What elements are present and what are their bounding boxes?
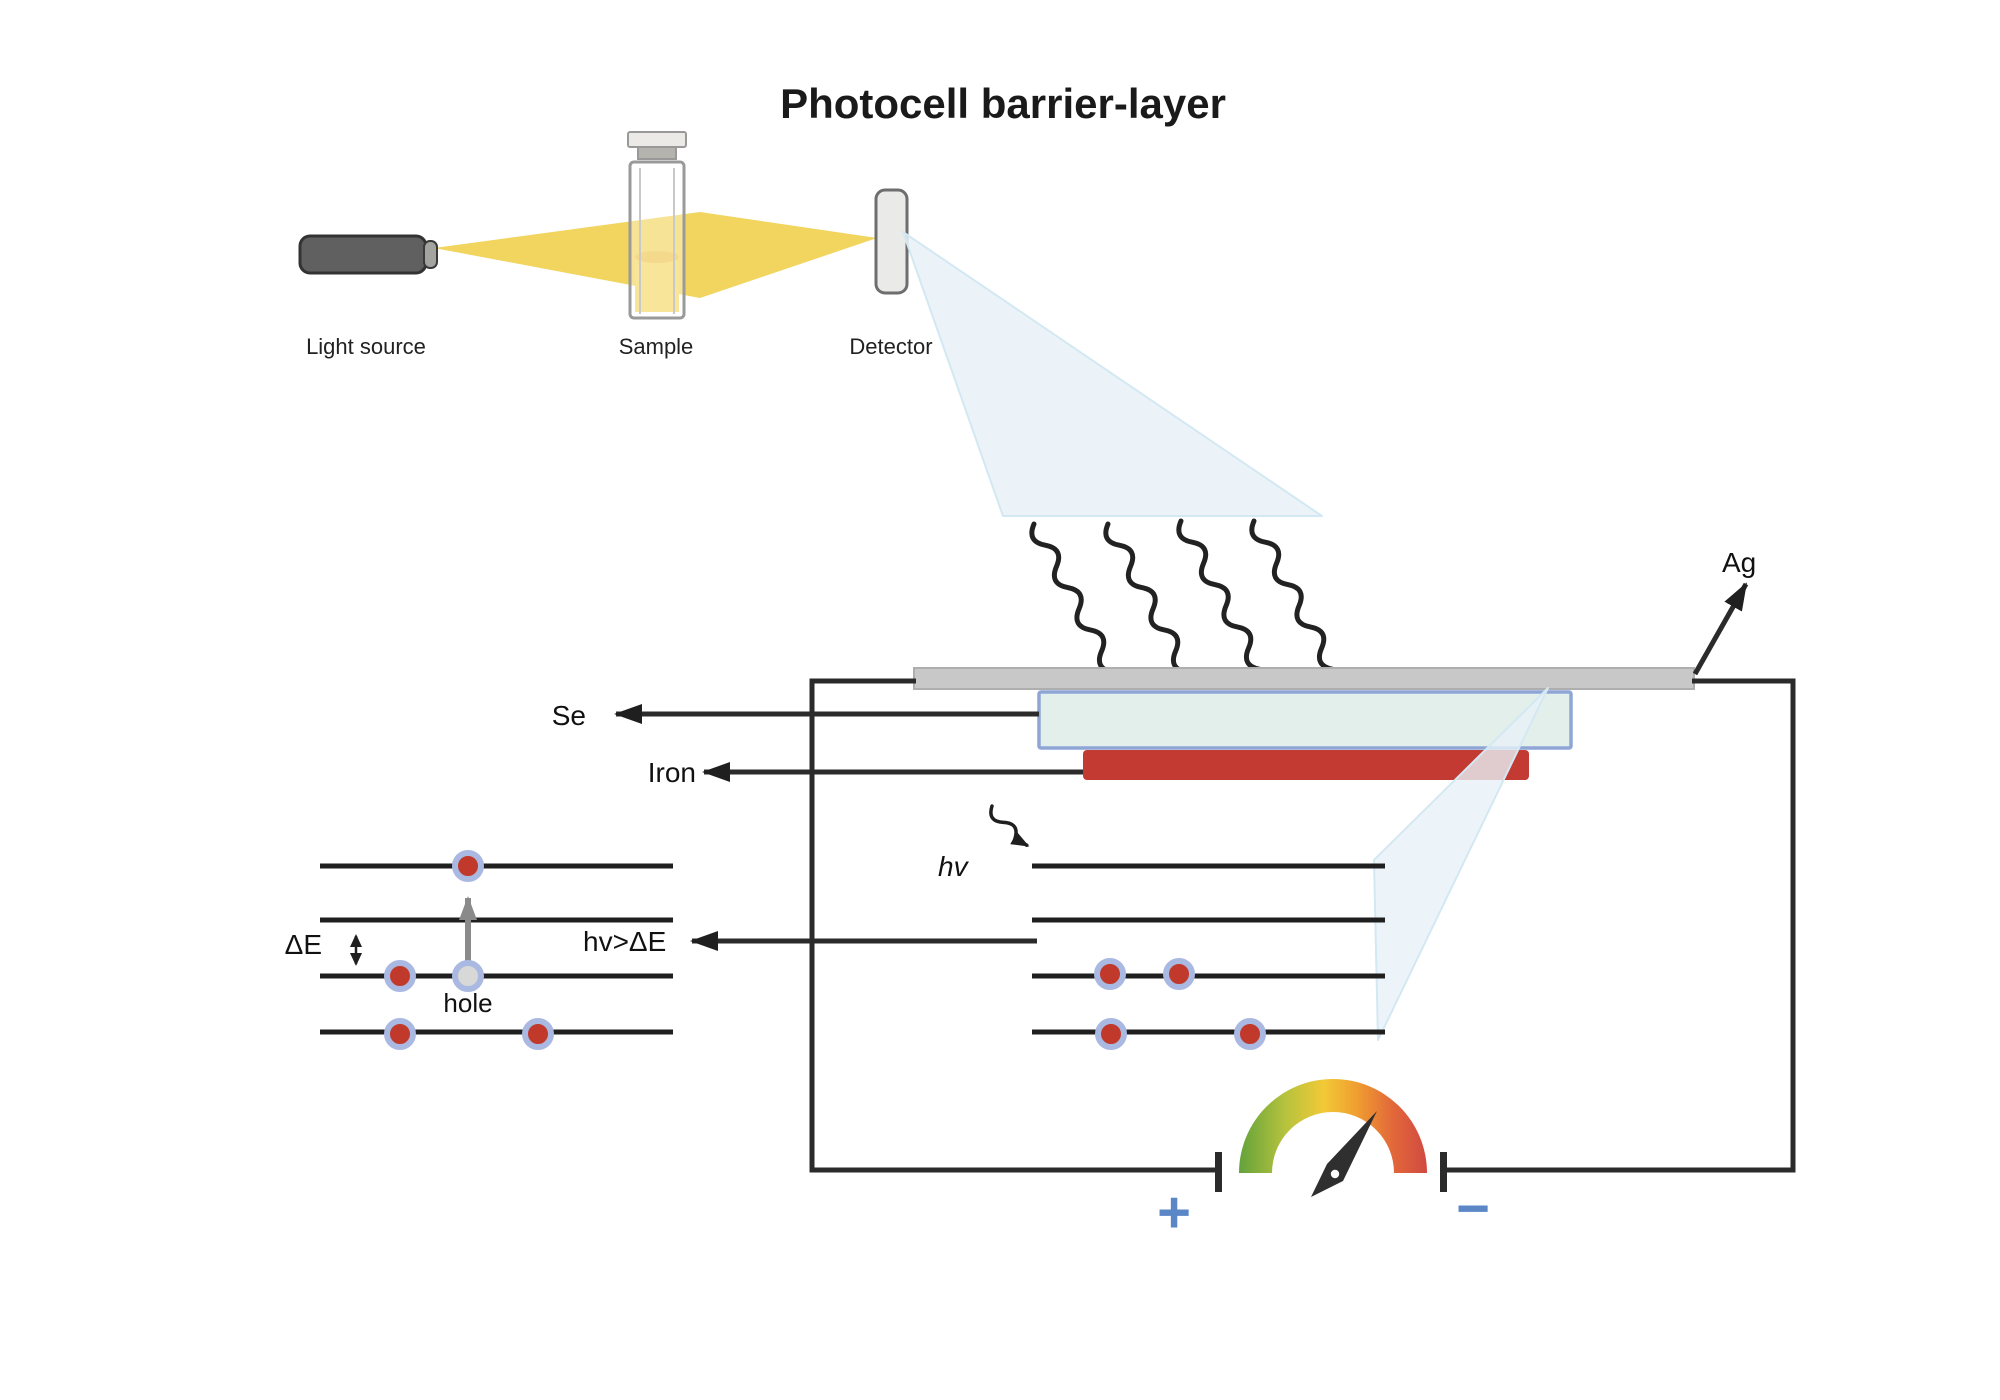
detector-panel xyxy=(874,188,909,295)
selenium-label: Se xyxy=(552,700,586,731)
cuvette-cap-top xyxy=(627,131,687,148)
cuvette-cap-base xyxy=(637,146,677,160)
hole-label: hole xyxy=(443,988,492,1018)
silver-layer xyxy=(913,667,1695,690)
iron-layer xyxy=(1083,750,1529,780)
cuvette-glass xyxy=(628,160,686,320)
electron xyxy=(522,1018,554,1050)
light-source-label: Light source xyxy=(306,334,426,359)
spectrophotometer: Light source Sample Detector xyxy=(298,131,933,359)
electron xyxy=(452,850,484,882)
layer-labels: Ag Se Iron xyxy=(552,547,1757,788)
plus-sign: + xyxy=(1157,1180,1191,1245)
condition-label: hv>ΔE xyxy=(583,926,666,957)
page-title: Photocell barrier-layer xyxy=(780,80,1226,127)
circuit-wire-right xyxy=(1447,678,1796,1173)
photon-waves xyxy=(1027,517,1339,675)
gauge-arc xyxy=(1239,1079,1427,1173)
circuit-wire-left xyxy=(809,678,1215,1173)
needle-hub-center xyxy=(1330,1169,1340,1179)
energy-diagram-left: ΔE hole hv>ΔE xyxy=(285,850,1037,1050)
photon-label: hv xyxy=(938,851,970,882)
light-source-body xyxy=(298,234,428,275)
sample-label: Sample xyxy=(619,334,694,359)
circuit: + − xyxy=(809,678,1796,1245)
selenium-light-cone xyxy=(1373,687,1549,1041)
terminal-bar-right xyxy=(1440,1152,1447,1192)
sample-liquid xyxy=(635,256,679,312)
iron-label: Iron xyxy=(648,757,696,788)
terminal-bar-left xyxy=(1215,1152,1222,1192)
electron xyxy=(1095,1018,1127,1050)
selenium-layer xyxy=(1037,690,1573,750)
detector-label: Detector xyxy=(849,334,932,359)
silver-label: Ag xyxy=(1722,547,1756,578)
gauge-needle xyxy=(1311,1111,1377,1197)
electron xyxy=(384,1018,416,1050)
electron xyxy=(1163,958,1195,990)
delta-e-label: ΔE xyxy=(285,929,322,960)
electron xyxy=(1094,958,1126,990)
photon-wave xyxy=(1174,517,1266,672)
detector-light-cone xyxy=(902,231,1323,517)
photon-wave xyxy=(1027,520,1119,675)
photocell-stack xyxy=(913,667,1695,780)
electron xyxy=(1234,1018,1266,1050)
energy-diagram-right: hv xyxy=(938,804,1385,1050)
light-source-lens xyxy=(423,240,438,269)
liquid-meniscus xyxy=(635,251,679,263)
sample-cuvette xyxy=(628,160,686,320)
photon-wave xyxy=(1247,517,1339,672)
minus-sign: − xyxy=(1456,1176,1490,1241)
electron xyxy=(384,960,416,992)
photon-arrow xyxy=(989,804,1030,847)
meter xyxy=(1239,1079,1427,1197)
hole xyxy=(452,960,484,992)
ag-arrow xyxy=(1692,582,1749,676)
photon-wave xyxy=(1101,520,1193,675)
